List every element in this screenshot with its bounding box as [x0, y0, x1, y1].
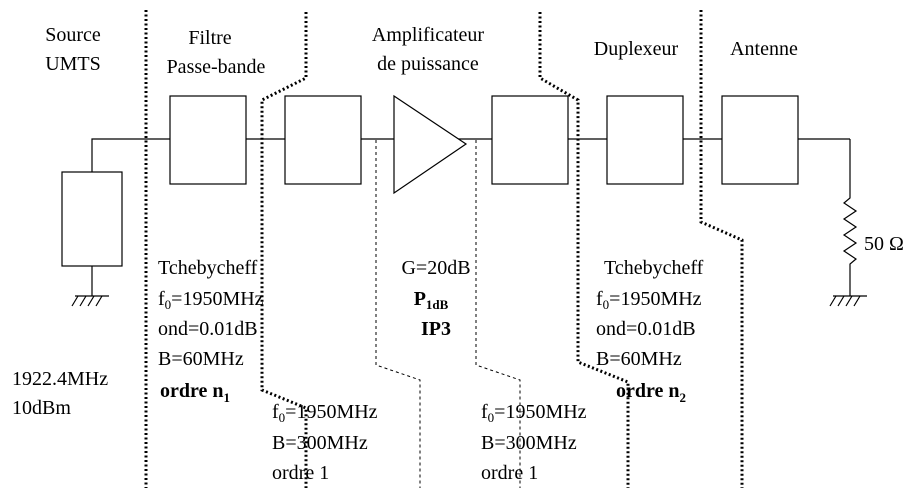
duplexer-bandwidth: B=60MHz — [596, 348, 682, 370]
header-amp-line1: Amplificateur — [372, 24, 485, 46]
filter3-bandwidth: B=300MHz — [481, 432, 577, 454]
filter1-type: Tchebycheff — [158, 257, 258, 279]
amp-p1db: P1dB — [414, 288, 449, 312]
duplexer-center-frequency: f0=1950MHz — [596, 288, 702, 312]
filter1-bandwidth: B=60MHz — [158, 348, 244, 370]
header-filter-line1: Filtre — [188, 27, 231, 49]
duplexer-block — [606, 95, 684, 185]
source-frequency: 1922.4MHz — [12, 368, 108, 390]
bandpass-filter-block — [169, 95, 247, 185]
source-power: 10dBm — [12, 397, 71, 419]
amp-gain: G=20dB — [401, 257, 470, 279]
load-value: 50 Ω — [864, 233, 904, 255]
duplexer-order: ordre n2 — [616, 380, 686, 405]
duplexer-type: Tchebycheff — [604, 257, 704, 279]
filter1-ripple: ond=0.01dB — [158, 318, 258, 340]
load-resistor-icon — [829, 139, 867, 307]
header-antenna: Antenne — [730, 38, 798, 60]
header-duplexer: Duplexeur — [594, 38, 679, 60]
amp-ip3: IP3 — [421, 318, 451, 340]
header-amp-line2: de puissance — [377, 53, 479, 75]
header-source-line2: UMTS — [45, 53, 101, 75]
header-source-line1: Source — [45, 24, 101, 46]
filter3-center-frequency: f0=1950MHz — [481, 401, 587, 425]
filter2-order: ordre 1 — [272, 462, 329, 484]
divider-filter-stage — [260, 12, 308, 488]
amplifier-triangle-icon — [393, 94, 468, 195]
duplexer-ripple: ond=0.01dB — [596, 318, 696, 340]
divider-amp-left — [375, 140, 421, 488]
filter2-bandwidth: B=300MHz — [272, 432, 368, 454]
stage-filter-1-block — [284, 95, 362, 185]
filter1-order: ordre n1 — [160, 380, 230, 405]
filter3-order: ordre 1 — [481, 462, 538, 484]
divider-stage-duplexer — [538, 12, 630, 488]
divider-duplexer-antenna — [699, 10, 744, 488]
divider-amp-right — [475, 140, 521, 488]
main-signal-wire — [91, 138, 850, 172]
source-block — [61, 171, 123, 267]
stage-filter-2-block — [491, 95, 569, 185]
antenna-block — [721, 95, 799, 185]
filter1-center-frequency: f0=1950MHz — [158, 288, 264, 312]
header-filter-line2: Passe-bande — [167, 56, 266, 78]
filter2-center-frequency: f0=1950MHz — [272, 401, 378, 425]
source-ground-icon — [71, 295, 109, 307]
